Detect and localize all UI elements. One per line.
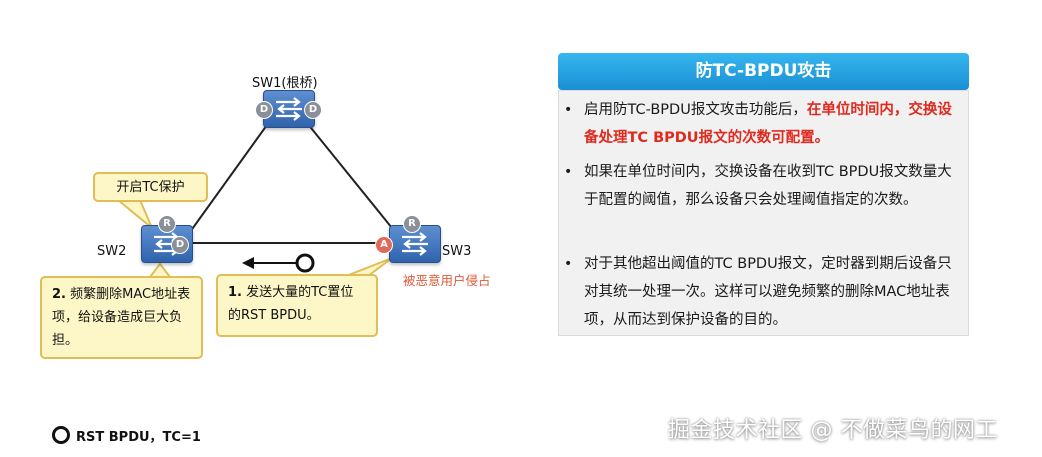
sw2-switch-icon bbox=[141, 225, 193, 263]
watermark: 掘金技术社区 @ 不做菜鸟的网工 bbox=[668, 418, 998, 443]
attacker-note: 被恶意用户侵占 bbox=[403, 273, 491, 288]
callout-flush-mac: 2. 频繁删除MAC地址表项，给设备造成巨大负担。 bbox=[40, 276, 203, 359]
callout-send-bpdu: 1. 发送大量的TC置位的RST BPDU。 bbox=[216, 274, 378, 337]
sw1-port-left-badge: D bbox=[255, 101, 273, 119]
legend-bpdu-circle-icon bbox=[52, 426, 70, 444]
legend-text: RST BPDU，TC=1 bbox=[76, 430, 201, 445]
bullet-2-text: 如果在单位时间内，交换设备在收到TC BPDU报文数量大于配置的阈值，那么设备只… bbox=[584, 164, 952, 208]
callout-tc-protect: 开启TC保护 bbox=[93, 172, 208, 202]
sw3-port-root-badge: R bbox=[403, 215, 421, 233]
callout-flush-text: 频繁删除MAC地址表项，给设备造成巨大负担。 bbox=[52, 287, 191, 348]
topology-diagram bbox=[117, 117, 393, 278]
bullet-3-dot: • bbox=[564, 256, 573, 272]
bpdu-arrow-head bbox=[242, 257, 254, 269]
callout-tail-tc-protect bbox=[117, 199, 153, 229]
link-sw1-sw2 bbox=[189, 117, 273, 233]
callout-send-text: 发送大量的TC置位的RST BPDU。 bbox=[228, 285, 354, 323]
bullet-1-text: 启用防TC-BPDU报文攻击功能后， bbox=[584, 102, 807, 118]
sw1-port-right-badge: D bbox=[304, 101, 322, 119]
callout-flush-num: 2. bbox=[52, 287, 66, 302]
sw2-port-root-badge: R bbox=[158, 215, 176, 233]
bullet-1-highlight: 在单位时间内，交换设备处理TC BPDU报文的次数可配置。 bbox=[584, 102, 952, 146]
sw1-label: SW1(根桥) bbox=[252, 76, 318, 91]
sw3-port-alternate-badge: A bbox=[375, 236, 393, 254]
bullet-2: • 如果在单位时间内，交换设备在收到TC BPDU报文数量大于配置的阈值，那么设… bbox=[564, 158, 959, 214]
bullet-3-text: 对于其他超出阈值的TC BPDU报文，定时器到期后设备只对其统一处理一次。这样可… bbox=[584, 256, 952, 328]
sw2-port-designated-badge: D bbox=[171, 236, 189, 254]
sw2-label: SW2 bbox=[97, 244, 127, 259]
panel-body bbox=[558, 90, 969, 336]
link-sw1-sw3 bbox=[302, 117, 393, 229]
callout-send-num: 1. bbox=[228, 285, 242, 300]
sw3-label: SW3 bbox=[442, 244, 472, 259]
callout-tc-protect-text: 开启TC保护 bbox=[116, 180, 185, 195]
bullet-3: • 对于其他超出阈值的TC BPDU报文，定时器到期后设备只对其统一处理一次。这… bbox=[564, 250, 959, 334]
bpdu-circle-icon bbox=[295, 253, 315, 273]
bullet-1-dot: • bbox=[564, 102, 573, 118]
bullet-1: • 启用防TC-BPDU报文攻击功能后，在单位时间内，交换设备处理TC BPDU… bbox=[564, 96, 959, 152]
panel-title: 防TC-BPDU攻击 bbox=[558, 53, 969, 90]
bullet-2-dot: • bbox=[564, 164, 573, 180]
